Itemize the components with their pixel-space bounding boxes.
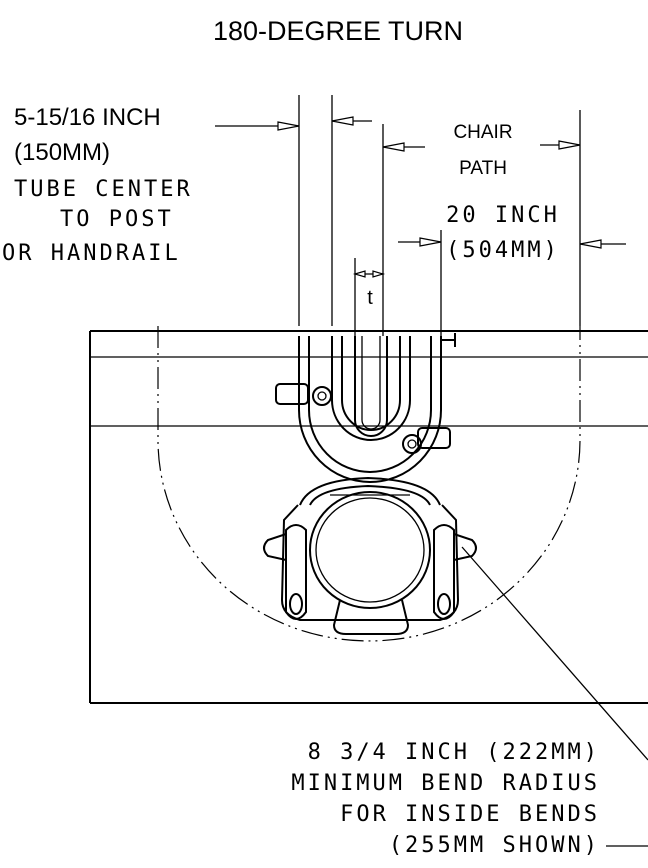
chair-path-line2: PATH: [459, 158, 507, 179]
dimension-arrows: [215, 116, 626, 278]
tube-label-line4: TO POST: [60, 207, 174, 232]
rail-brackets: [275, 333, 456, 454]
diagram-title: 180-DEGREE TURN: [213, 16, 463, 46]
width-label-line1: 20 INCH: [446, 203, 560, 228]
tube-label-line2: (150MM): [14, 139, 110, 166]
tube-center-label: 5-15/16 INCH (150MM) TUBE CENTER TO POST…: [2, 104, 193, 266]
bend-label-line2: MINIMUM BEND RADIUS: [291, 771, 600, 796]
rail-tube: [298, 336, 442, 483]
bend-label-line3: FOR INSIDE BENDS: [340, 802, 600, 827]
thickness-label: t: [367, 287, 373, 309]
bend-radius-label: 8 3/4 INCH (222MM) MINIMUM BEND RADIUS F…: [291, 740, 600, 858]
chair-path-arc: [157, 326, 581, 642]
armrest-right: [433, 524, 477, 620]
chair-path-label: CHAIR PATH: [453, 122, 512, 179]
tube-label-line3: TUBE CENTER: [14, 177, 193, 202]
bend-label-line1: 8 3/4 INCH (222MM): [308, 740, 600, 765]
tube-label-line1: 5-15/16 INCH: [14, 104, 161, 131]
width-label: 20 INCH (504MM): [446, 203, 560, 263]
chair-path-line1: CHAIR: [453, 122, 512, 143]
armrest-left: [263, 524, 307, 620]
bend-leader: [461, 546, 648, 847]
bend-label-line4: (255MM SHOWN): [389, 833, 600, 858]
extension-lines: [298, 95, 581, 336]
width-label-line2: (504MM): [446, 238, 560, 263]
floor-outline: [89, 330, 648, 704]
tube-label-line5: OR HANDRAIL: [2, 241, 181, 266]
chair-seat: [280, 476, 460, 635]
